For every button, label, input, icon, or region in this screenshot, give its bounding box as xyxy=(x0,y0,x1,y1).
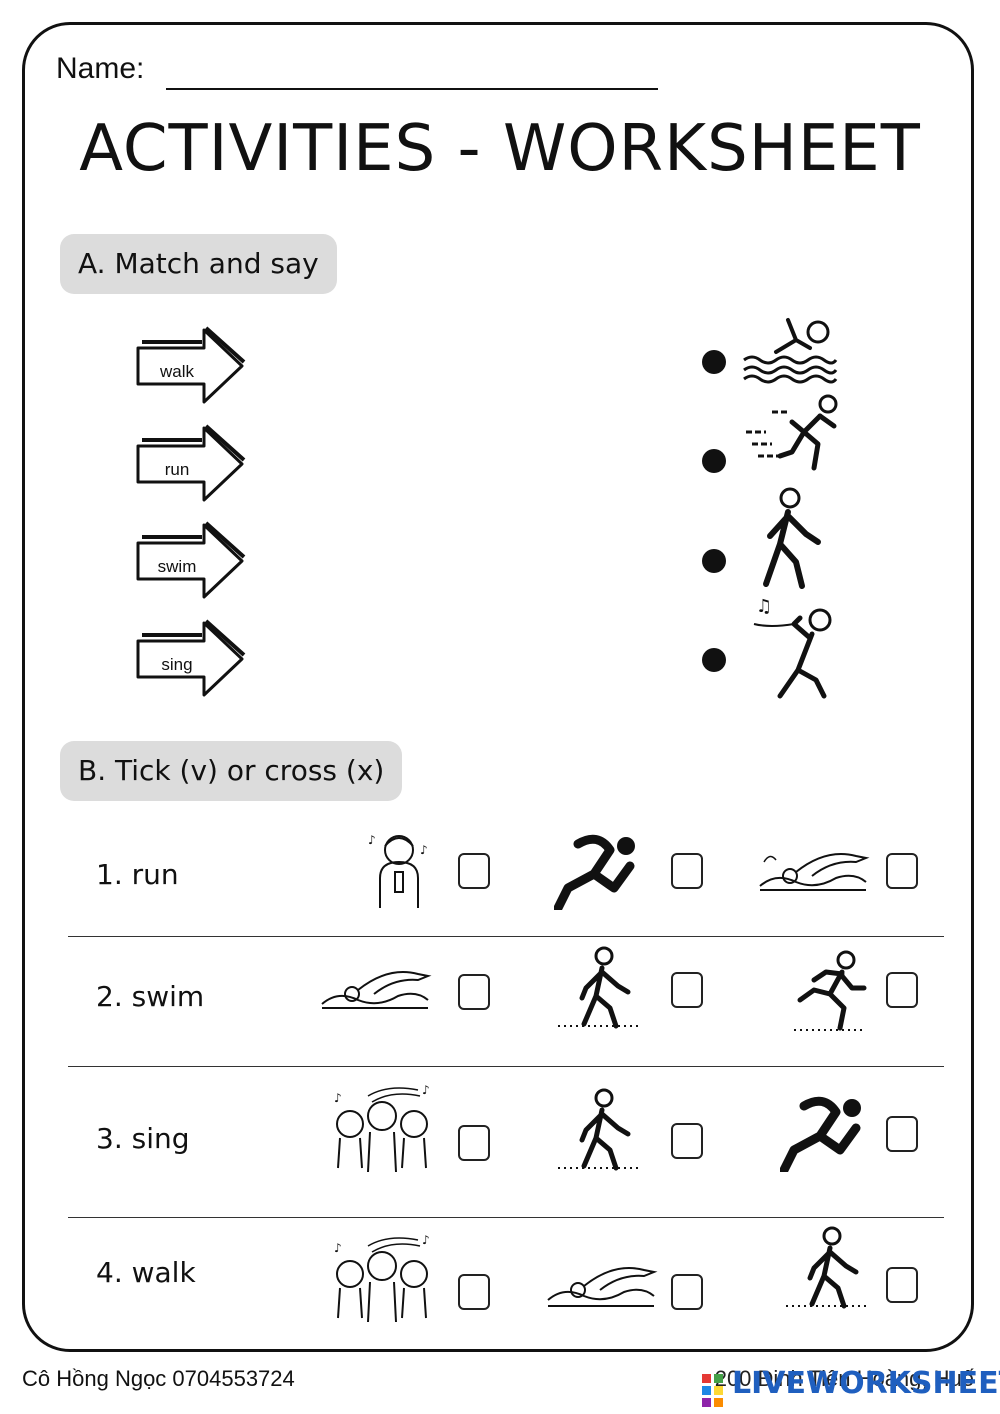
walker-icon xyxy=(786,1226,868,1309)
match-dot[interactable] xyxy=(702,449,726,473)
teacher-contact: Cô Hồng Ngọc 0704553724 xyxy=(22,1366,295,1391)
checkbox[interactable] xyxy=(886,1267,918,1303)
swimmer-picture xyxy=(547,1267,658,1307)
svg-text:♪: ♪ xyxy=(422,1234,430,1247)
match-word-walk[interactable]: walk xyxy=(159,362,194,381)
school-address: 200 Đinh Tiên Hoàng, Huế xyxy=(714,1366,974,1391)
sprinter-icon xyxy=(554,834,635,910)
singing-children-picture: ♪♪ xyxy=(334,1084,430,1173)
checkbox[interactable] xyxy=(458,1125,490,1161)
checkbox[interactable] xyxy=(671,853,703,889)
name-label: Name: xyxy=(56,52,145,85)
singer-icon: ♫ xyxy=(753,596,832,699)
svg-text:♪: ♪ xyxy=(422,1084,430,1097)
runner-icon xyxy=(794,950,867,1031)
liveworksheets-logo-icon xyxy=(702,1374,723,1407)
walker-icon xyxy=(558,946,640,1029)
row-label-sing: 3. sing xyxy=(96,1122,190,1155)
swimmer-picture xyxy=(321,971,432,1009)
walker-icon xyxy=(763,487,821,589)
checkbox[interactable] xyxy=(671,972,703,1008)
section-a-heading: A. Match and say xyxy=(60,234,337,294)
runner-icon xyxy=(746,394,838,471)
checkbox[interactable] xyxy=(671,1274,703,1310)
row-divider xyxy=(68,1066,944,1067)
checkbox[interactable] xyxy=(886,972,918,1008)
svg-text:♪: ♪ xyxy=(334,1241,342,1255)
row-label-run: 1. run xyxy=(96,858,179,891)
checkbox[interactable] xyxy=(458,1274,490,1310)
page-title: ACTIVITIES - WORKSHEET xyxy=(79,112,921,186)
svg-text:♪: ♪ xyxy=(334,1091,342,1105)
svg-text:♫: ♫ xyxy=(756,596,772,617)
checkbox[interactable] xyxy=(886,853,918,889)
walker-icon xyxy=(558,1088,640,1171)
arrow-icon xyxy=(136,521,246,599)
checkbox[interactable] xyxy=(671,1123,703,1159)
match-word-sing[interactable]: sing xyxy=(161,655,193,674)
swimmer-picture xyxy=(759,853,870,891)
sprinter-icon xyxy=(780,1096,861,1172)
singing-girl-picture: ♪♪ xyxy=(368,833,428,908)
row-divider xyxy=(68,1217,944,1218)
match-dot[interactable] xyxy=(702,648,726,672)
name-input-line[interactable] xyxy=(166,88,658,90)
swimmer-icon xyxy=(743,318,838,384)
row-label-walk: 4. walk xyxy=(96,1256,196,1289)
checkbox[interactable] xyxy=(886,1116,918,1152)
checkbox[interactable] xyxy=(458,974,490,1010)
arrow-icon xyxy=(136,619,246,697)
match-dot[interactable] xyxy=(702,350,726,374)
match-word-swim[interactable]: swim xyxy=(157,557,197,576)
singing-children-picture: ♪♪ xyxy=(334,1234,430,1323)
row-divider xyxy=(68,936,944,937)
arrow-icon xyxy=(136,424,246,502)
svg-text:♪: ♪ xyxy=(420,843,428,857)
match-dot[interactable] xyxy=(702,549,726,573)
arrow-icon xyxy=(136,326,246,404)
svg-text:♪: ♪ xyxy=(368,833,376,847)
worksheet-frame xyxy=(22,22,974,1352)
row-label-swim: 2. swim xyxy=(96,980,205,1013)
checkbox[interactable] xyxy=(458,853,490,889)
section-b-heading: B. Tick (v) or cross (x) xyxy=(60,741,403,801)
watermark: LIVEWORKSHEETS xyxy=(732,1366,1000,1401)
match-word-run[interactable]: run xyxy=(164,460,190,479)
